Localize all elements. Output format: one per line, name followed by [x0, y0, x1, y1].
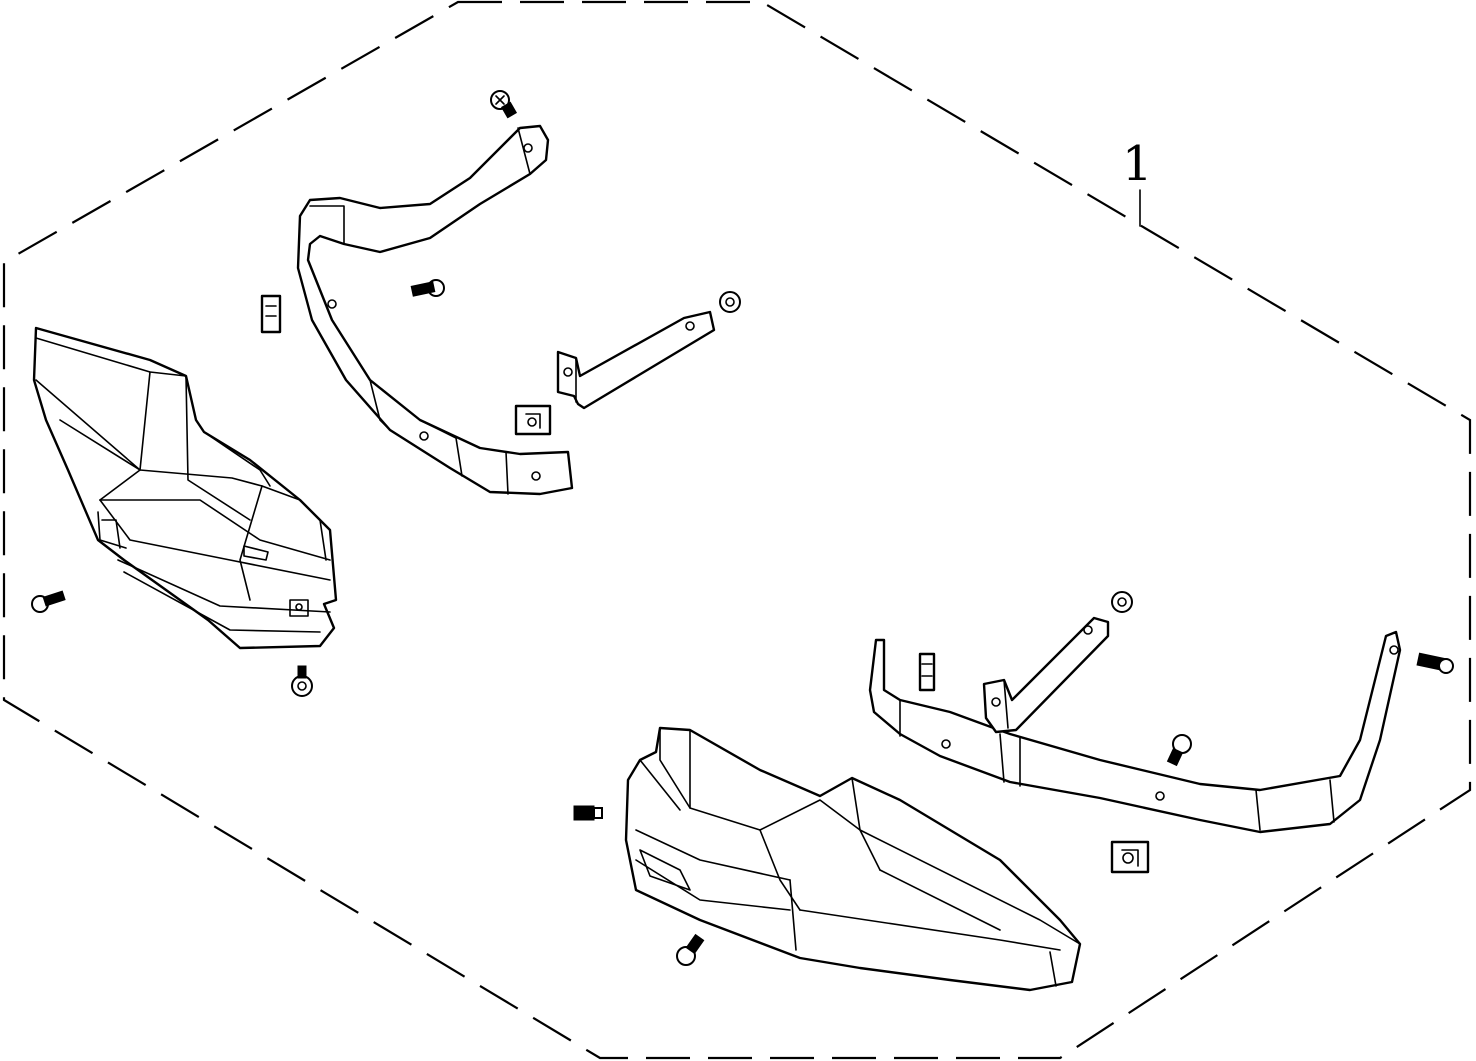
clip-nut-right-lower — [1110, 840, 1150, 874]
screw-right-shell-bottom — [676, 933, 705, 966]
spacer-right — [918, 652, 936, 692]
callout-1: 1 — [1122, 136, 1153, 227]
callout-label: 1 — [1122, 136, 1153, 192]
washer-left-shell — [291, 665, 313, 697]
right-hand-guard — [624, 726, 1082, 992]
spacer-left — [260, 294, 282, 334]
screw-right-shell-top — [573, 805, 603, 821]
right-lower-bracket — [868, 630, 1402, 834]
left-l-bracket — [556, 310, 716, 410]
screw-left-shell — [31, 590, 66, 613]
left-hand-guard — [32, 326, 338, 650]
right-l-bracket — [982, 616, 1110, 734]
nut-left-bracket — [719, 291, 741, 313]
left-upper-bracket — [296, 124, 574, 496]
bolt-top — [490, 90, 518, 119]
bolt-right-end — [1416, 652, 1454, 674]
nut-right-bracket — [1111, 591, 1133, 613]
bolt-right-bracket — [1166, 734, 1192, 767]
clip-nut-left-upper — [514, 404, 552, 436]
bolt-mid-left — [410, 279, 445, 297]
